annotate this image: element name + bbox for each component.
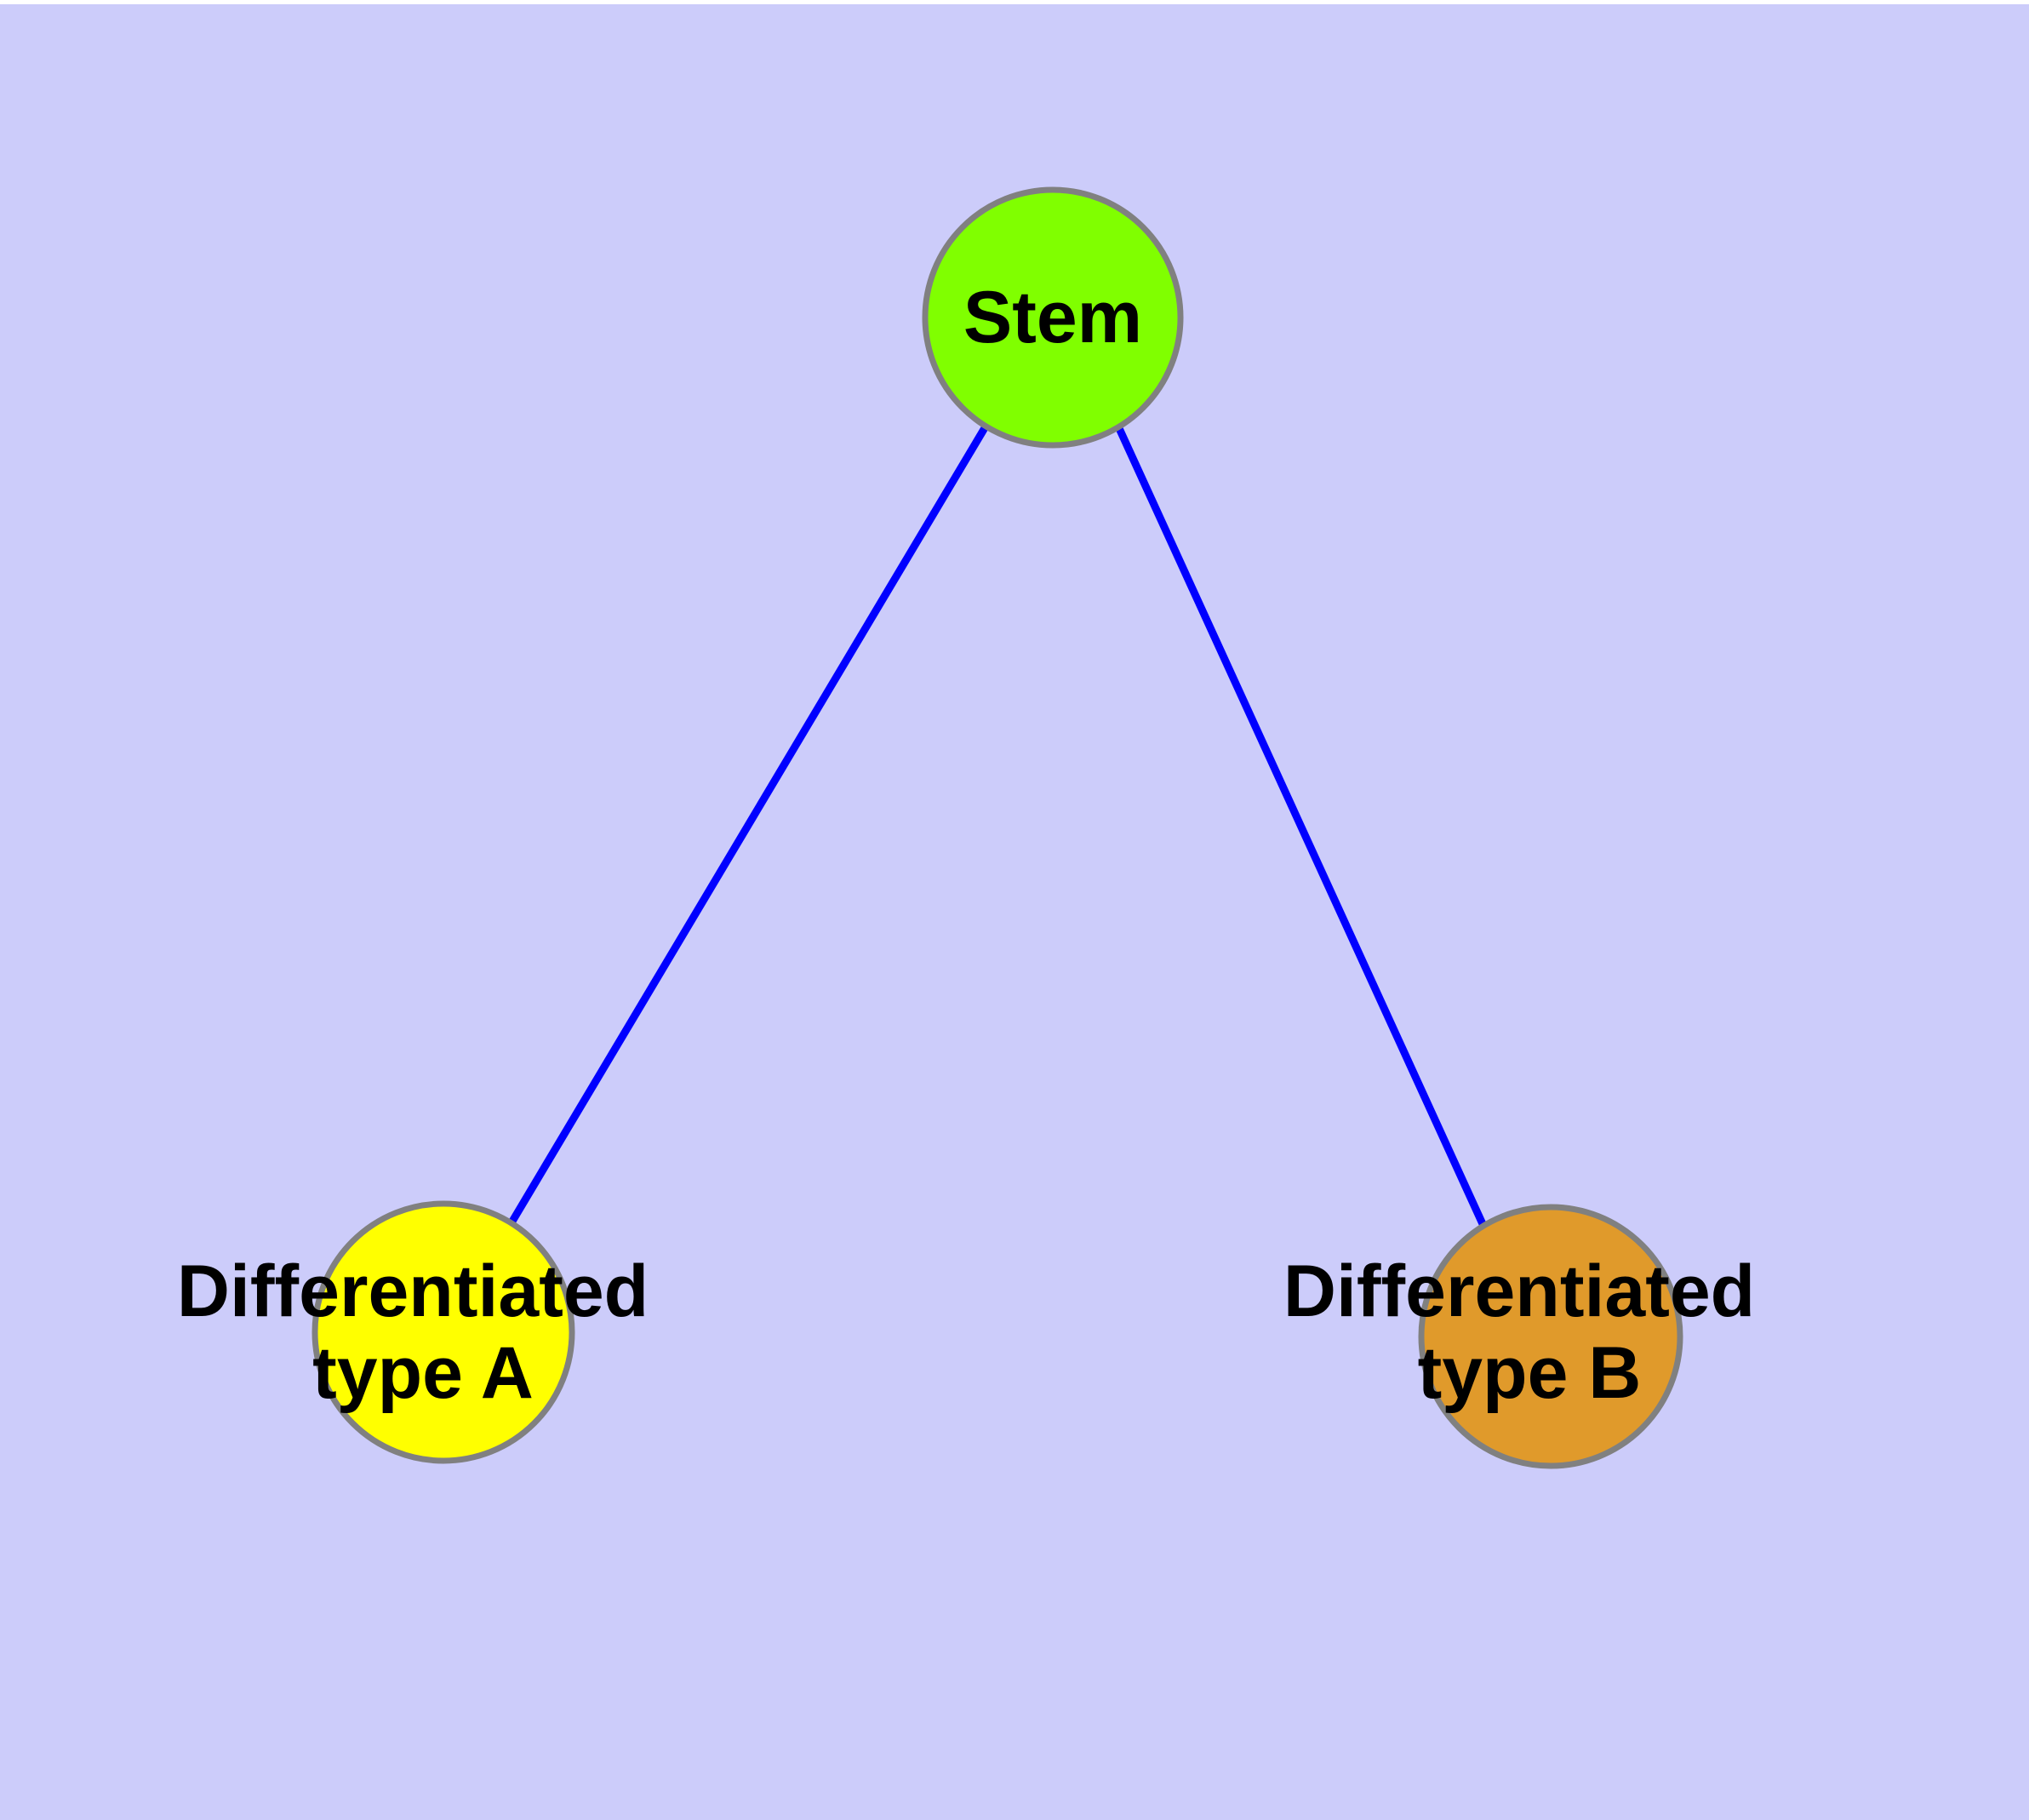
node-stem[interactable]: Stem xyxy=(922,186,1184,449)
node-differentiated-type-a-label-line-1: Differentiated xyxy=(177,1251,649,1332)
node-differentiated-type-b-circle[interactable] xyxy=(1418,1204,1683,1469)
edges-layer xyxy=(507,424,1488,1228)
node-differentiated-type-b[interactable]: Differentiated type B xyxy=(1283,1204,1775,1469)
node-differentiated-type-a-label-line-2: type A xyxy=(312,1332,534,1414)
node-differentiated-type-b-label-line-1: Differentiated xyxy=(1283,1251,1755,1332)
node-stem-label-line-1: Stem xyxy=(963,277,1142,358)
node-stem-label: Stem xyxy=(963,277,1142,358)
node-differentiated-type-a[interactable]: Differentiated type A xyxy=(177,1200,669,1464)
node-differentiated-type-b-label-line-2: type B xyxy=(1418,1332,1642,1414)
edge-stem-to-type-a[interactable] xyxy=(507,424,989,1227)
edge-stem-to-type-b[interactable] xyxy=(1114,425,1488,1228)
node-differentiated-type-b-label: Differentiated type B xyxy=(1283,1251,1775,1414)
node-differentiated-type-a-label: Differentiated type A xyxy=(177,1251,669,1414)
nodes-layer: Stem Differentiated type A Differentiate… xyxy=(177,186,1775,1469)
node-stem-circle[interactable] xyxy=(922,186,1184,449)
node-differentiated-type-a-circle[interactable] xyxy=(311,1200,575,1464)
